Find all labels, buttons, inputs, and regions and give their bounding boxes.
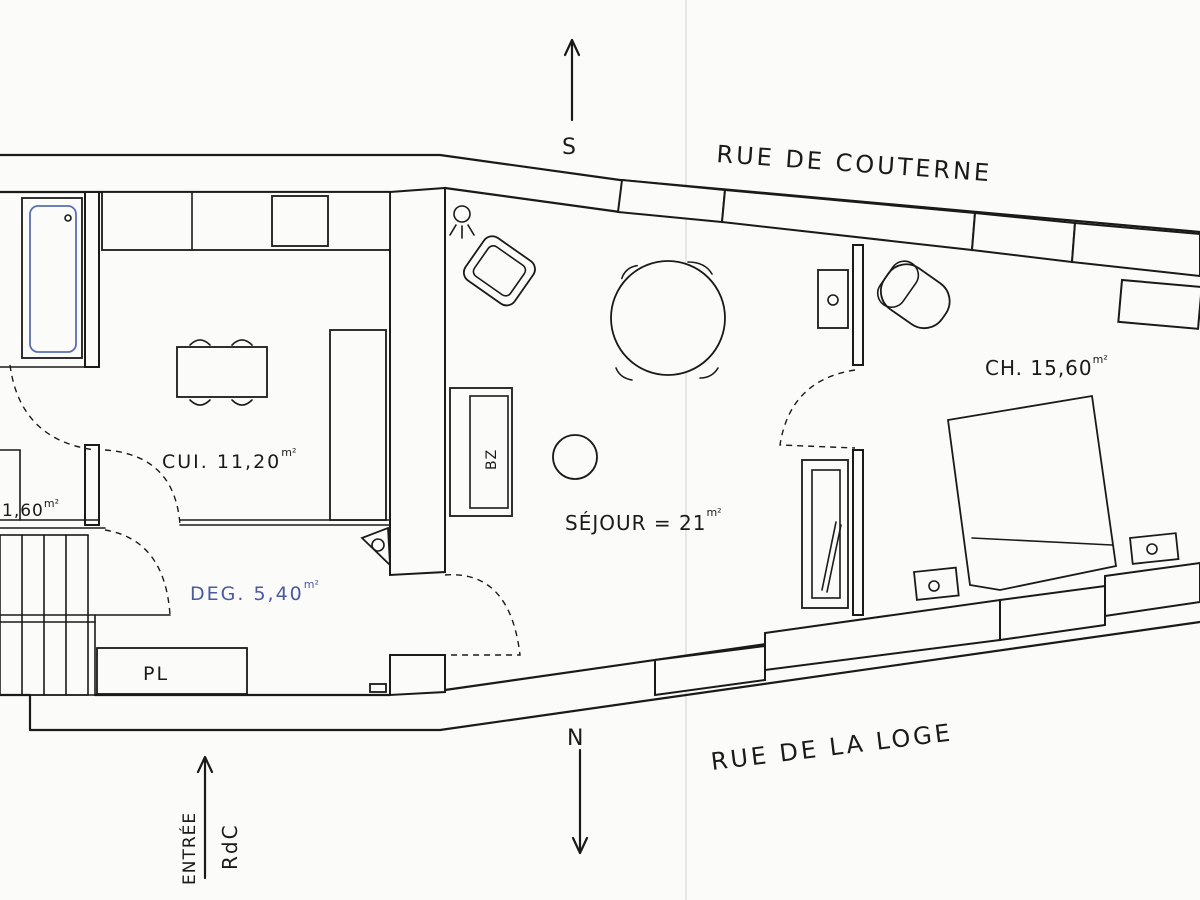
entrance-arrow-icon xyxy=(196,755,214,880)
bedroom-armchair xyxy=(876,260,951,330)
bedroom-area: CH. 15,60 xyxy=(985,356,1093,380)
closet-label: PL xyxy=(143,663,169,685)
south-arrow-icon xyxy=(563,38,581,122)
nightstand-lamp-left xyxy=(913,566,960,601)
stairs xyxy=(0,449,89,696)
closet xyxy=(96,647,248,695)
floor-lamp-icon xyxy=(449,205,475,239)
coffee-table xyxy=(552,434,598,480)
hall-unit: m² xyxy=(304,578,319,591)
south-label: S xyxy=(562,135,578,160)
kitchen-cabinets xyxy=(101,191,391,521)
street-bottom-label: RUE DE LA LOGE xyxy=(709,718,954,775)
living-area-label: SÉJOUR = 21m² xyxy=(565,506,722,535)
kitchen-unit: m² xyxy=(281,446,296,459)
nightstand-lamp-top xyxy=(817,269,849,329)
doors xyxy=(9,364,856,656)
entrance-label: ENTRÉE xyxy=(178,812,200,885)
living-area: SÉJOUR = 21 xyxy=(565,511,706,535)
wardrobe xyxy=(801,459,849,609)
bathroom-area-label: 1,60m² xyxy=(2,497,59,521)
street-top-label: RUE DE COUTERNE xyxy=(716,140,993,187)
bedroom-area-label: CH. 15,60m² xyxy=(985,353,1108,380)
living-unit: m² xyxy=(706,506,721,519)
bathroom-unit: m² xyxy=(44,497,59,510)
hall-area-label: DEG. 5,40m² xyxy=(190,578,319,605)
north-arrow-icon xyxy=(571,748,589,855)
nightstand-lamp-right xyxy=(1129,532,1180,565)
radiator-small xyxy=(369,683,387,693)
round-table xyxy=(610,260,726,381)
bathroom-area: 1,60 xyxy=(2,501,44,521)
bedroom-unit: m² xyxy=(1093,353,1108,366)
armchair xyxy=(462,235,536,307)
sofa: BZ xyxy=(449,387,513,517)
kitchen-area: CUI. 11,20 xyxy=(162,451,281,473)
kitchen-area-label: CUI. 11,20m² xyxy=(162,446,296,473)
north-label: N xyxy=(567,726,585,751)
kitchen-table xyxy=(176,339,268,406)
top-windows xyxy=(616,178,1200,330)
bathtub xyxy=(21,197,83,359)
entrance-level-label: RdC xyxy=(218,823,242,870)
bottom-windows xyxy=(654,561,1200,697)
sofa-label: BZ xyxy=(484,449,500,470)
bed xyxy=(946,394,1118,591)
hall-area: DEG. 5,40 xyxy=(190,583,304,605)
water-heater-icon xyxy=(360,526,392,568)
interior-walls xyxy=(0,186,864,697)
